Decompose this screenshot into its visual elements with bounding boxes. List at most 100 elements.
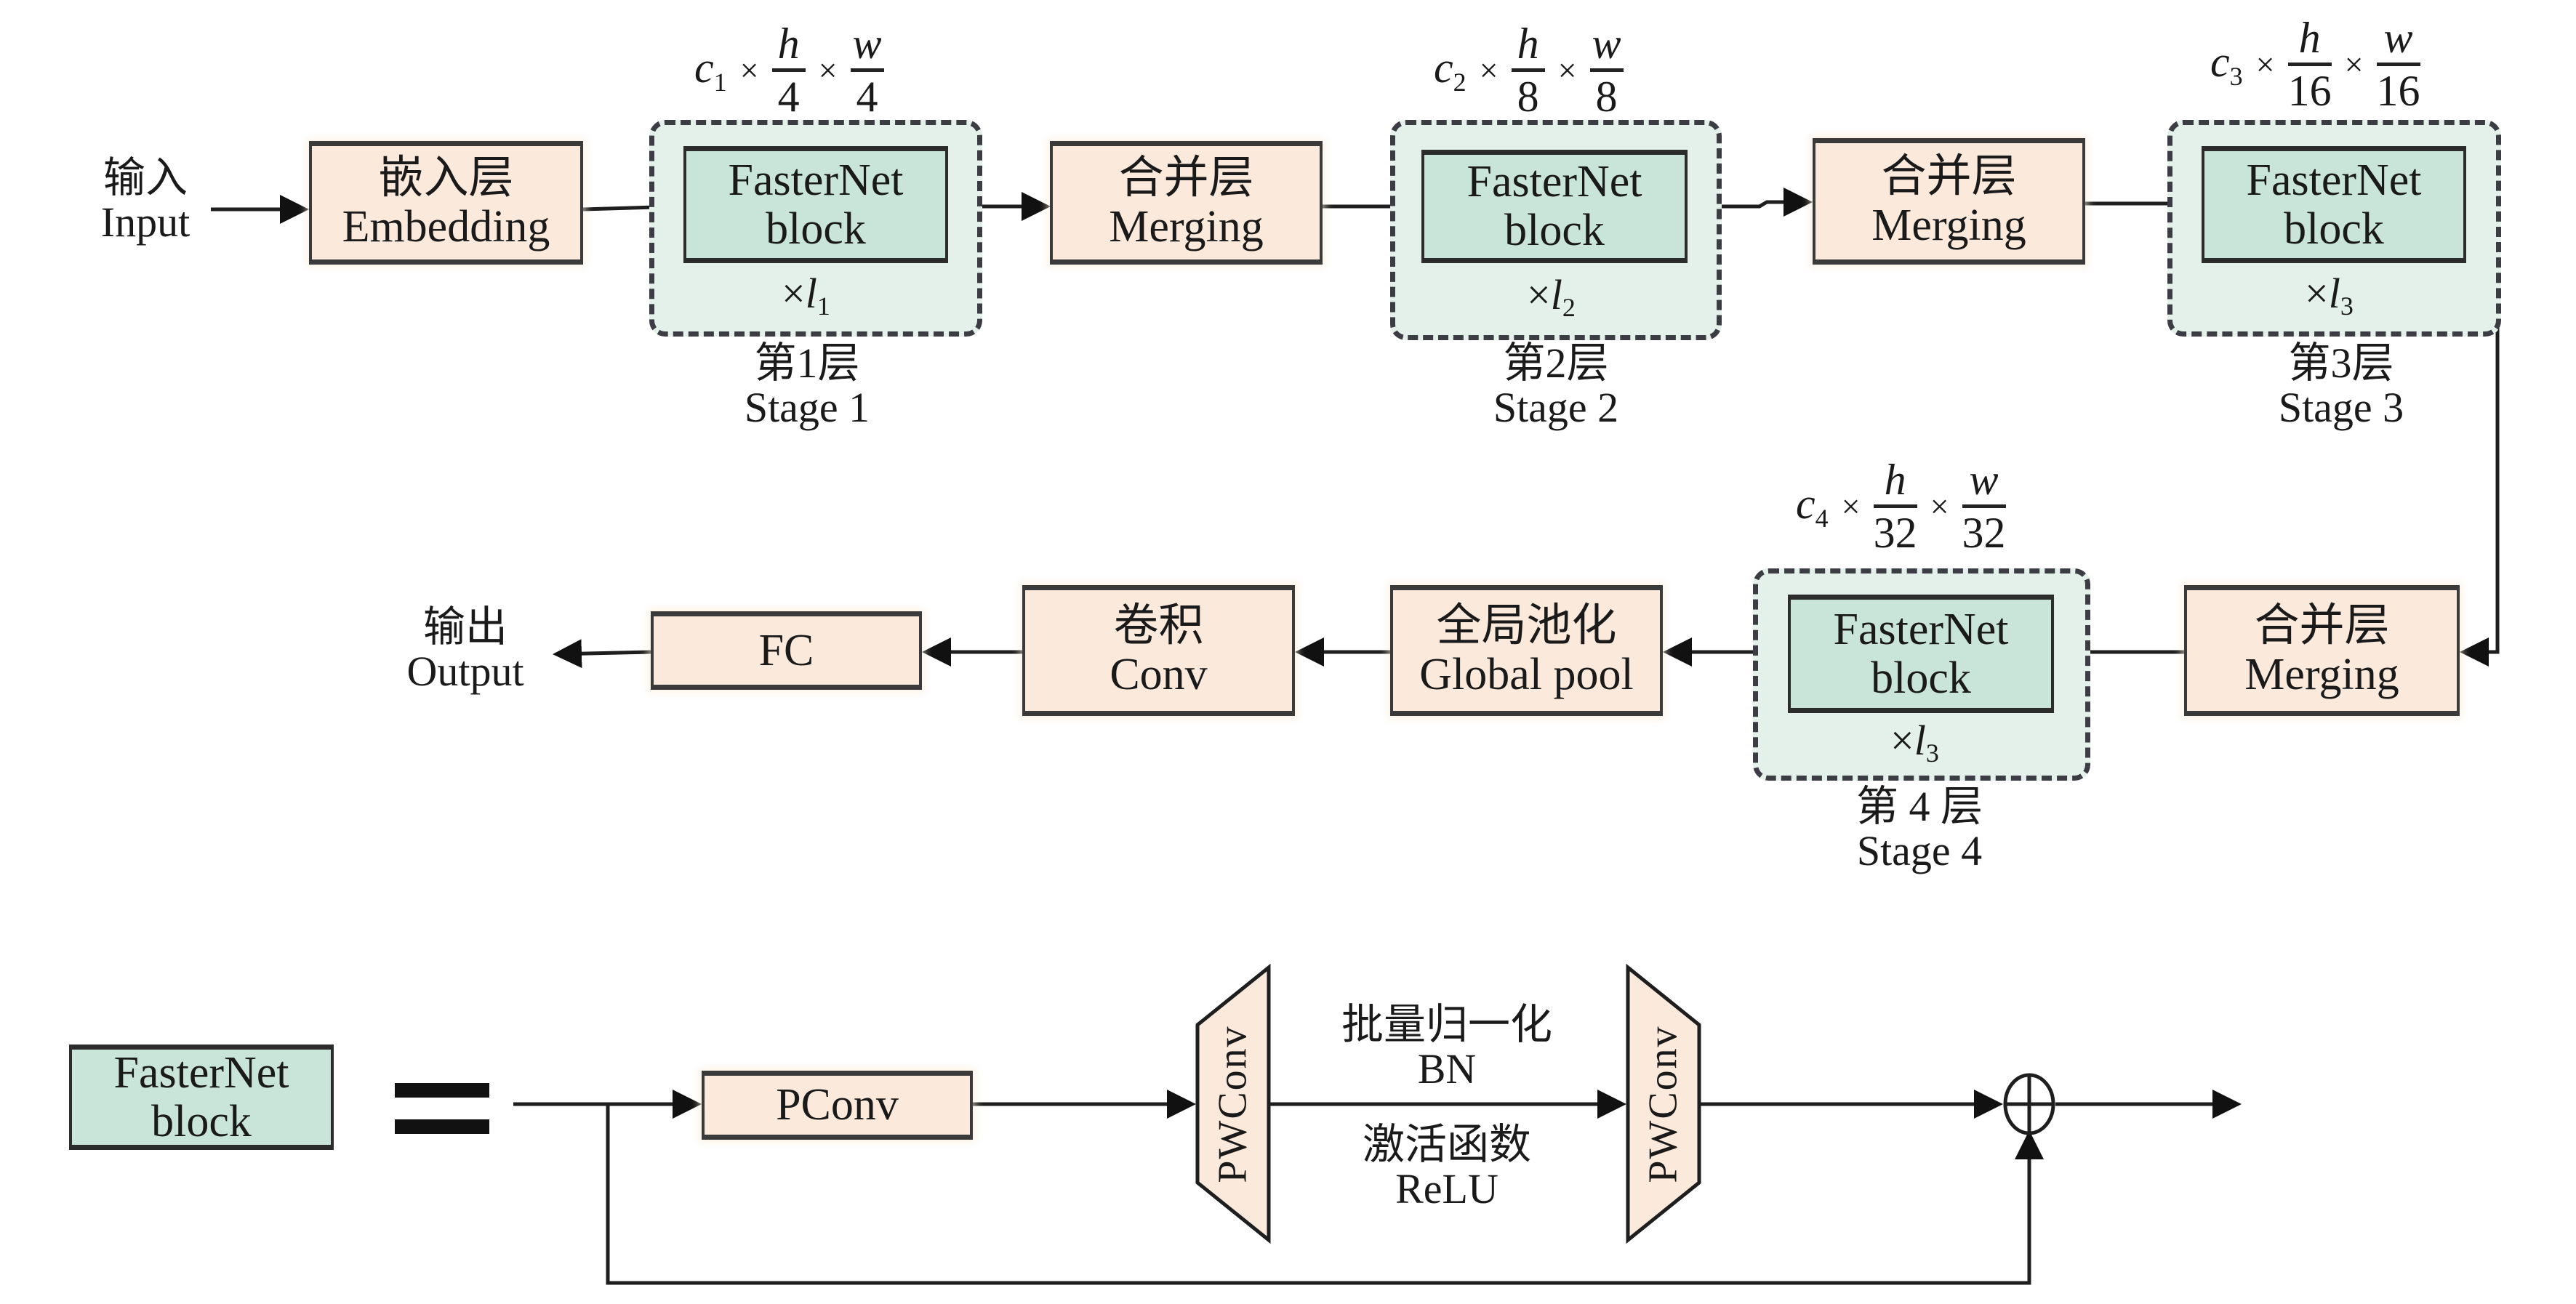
embedding-label-en: Embedding	[342, 202, 550, 251]
stage1-repeat: ×l1	[782, 270, 830, 321]
pwconv-1[interactable]: PWConv	[1197, 967, 1269, 1240]
activation-label-zh: 激活函数	[1362, 1121, 1531, 1168]
formula-c: c3	[2210, 38, 2243, 91]
arrow-stage2-merging2	[1688, 188, 1813, 217]
output-label-zh: 输出	[422, 603, 507, 651]
stage1-caption-zh: 第1层	[754, 339, 860, 387]
stage1-fasternet-block[interactable]: FasterNet block	[683, 146, 948, 263]
pwconv-2[interactable]: PWConv	[1628, 967, 1699, 1240]
merging-label-zh: 合并层	[1118, 153, 1254, 204]
merging-label-en: Merging	[2244, 650, 2399, 699]
stage3-fasternet-block[interactable]: FasterNet block	[2202, 146, 2466, 263]
bn-label-en: BN	[1417, 1045, 1477, 1092]
stage3-caption-en: Stage 3	[2278, 383, 2404, 431]
stage4-caption-zh: 第 4 层	[1855, 783, 1983, 830]
times-sign: ×	[1841, 488, 1861, 525]
formula-c: c2	[1434, 44, 1466, 97]
stage3-repeat: ×l3	[2305, 270, 2354, 321]
add-icon	[2003, 1073, 2055, 1135]
pwconv-2-label: PWConv	[1641, 1024, 1687, 1183]
stage1-caption: 第1层 Stage 1	[698, 339, 916, 431]
stage4-caption: 第 4 层 Stage 4	[1807, 783, 2032, 874]
embedding-layer[interactable]: 嵌入层 Embedding	[309, 141, 583, 265]
global-pool-label-en: Global pool	[1419, 650, 1634, 699]
output-label-en: Output	[406, 647, 524, 695]
stage4-fasternet-block[interactable]: FasterNet block	[1788, 595, 2054, 713]
times-sign: ×	[2344, 46, 2364, 83]
formula-c: c4	[1796, 480, 1829, 533]
stage1-caption-en: Stage 1	[744, 383, 870, 431]
block-label-line1: FasterNet	[113, 1047, 289, 1098]
times-sign: ×	[1930, 488, 1949, 525]
conv-label-zh: 卷积	[1113, 601, 1204, 651]
block-label-line2: block	[1871, 653, 1971, 703]
formula-c: c1	[694, 44, 727, 97]
stage2-fasternet-block[interactable]: FasterNet block	[1421, 150, 1688, 263]
stage2-caption: 第2层 Stage 2	[1447, 339, 1665, 431]
fasternet-block-legend[interactable]: FasterNet block	[69, 1045, 334, 1150]
pconv-layer[interactable]: PConv	[702, 1071, 973, 1140]
fc-layer[interactable]: FC	[651, 611, 922, 690]
merging-label-en: Merging	[1109, 202, 1264, 251]
embedding-label-zh: 嵌入层	[378, 153, 514, 204]
times-sign: ×	[818, 52, 838, 89]
block-label-line1: FasterNet	[728, 155, 904, 205]
output-label: 输出 Output	[396, 605, 534, 694]
merging-layer-2[interactable]: 合并层 Merging	[1813, 138, 2085, 265]
stage4-caption-en: Stage 4	[1856, 826, 1983, 874]
times-sign: ×	[2255, 46, 2275, 83]
merging-layer-3[interactable]: 合并层 Merging	[2184, 585, 2460, 716]
times-sign: ×	[1479, 52, 1498, 89]
activation-label-en: ReLU	[1395, 1164, 1498, 1212]
pwconv-1-label: PWConv	[1211, 1024, 1256, 1183]
merging-layer-1[interactable]: 合并层 Merging	[1050, 141, 1323, 265]
bn-label: 批量归一化 BN	[1294, 1001, 1600, 1092]
global-pool-label-zh: 全局池化	[1436, 601, 1617, 651]
stage2-caption-zh: 第2层	[1503, 339, 1609, 387]
times-sign: ×	[739, 52, 759, 89]
fc-label: FC	[758, 625, 814, 675]
pconv-label: PConv	[776, 1080, 899, 1130]
stage3-caption: 第3层 Stage 3	[2232, 339, 2450, 431]
pwconv2-shape	[1626, 963, 1701, 1244]
stage2-repeat: ×l2	[1527, 271, 1576, 322]
merging-label-zh: 合并层	[1881, 152, 2017, 202]
input-label-en: Input	[100, 198, 190, 246]
block-label-line1: FasterNet	[1833, 604, 2009, 654]
conv-layer[interactable]: 卷积 Conv	[1022, 585, 1295, 716]
conv-label-en: Conv	[1110, 650, 1208, 699]
stage2-caption-en: Stage 2	[1493, 383, 1619, 431]
input-label-zh: 输入	[103, 154, 188, 201]
block-label-line2: block	[2284, 204, 2384, 254]
block-label-line1: FasterNet	[1466, 157, 1642, 207]
input-label: 输入 Input	[87, 156, 204, 245]
arrow-fc-output	[553, 639, 651, 669]
times-sign: ×	[1557, 52, 1577, 89]
block-label-line2: block	[151, 1096, 252, 1146]
pwconv1-shape	[1195, 963, 1271, 1244]
block-label-line2: block	[1504, 206, 1605, 255]
skip-connection	[606, 1104, 2044, 1285]
activation-label: 激活函数 ReLU	[1294, 1121, 1600, 1212]
stage4-repeat: ×l3	[1890, 717, 1939, 768]
global-pool-layer[interactable]: 全局池化 Global pool	[1390, 585, 1663, 716]
stage3-caption-zh: 第3层	[2288, 339, 2394, 387]
equals-sign	[395, 1083, 489, 1156]
merging-label-zh: 合并层	[2254, 601, 2390, 651]
bn-label-zh: 批量归一化	[1341, 1001, 1552, 1048]
merging-label-en: Merging	[1871, 201, 2026, 250]
block-label-line2: block	[766, 204, 866, 254]
block-label-line1: FasterNet	[2246, 155, 2422, 205]
